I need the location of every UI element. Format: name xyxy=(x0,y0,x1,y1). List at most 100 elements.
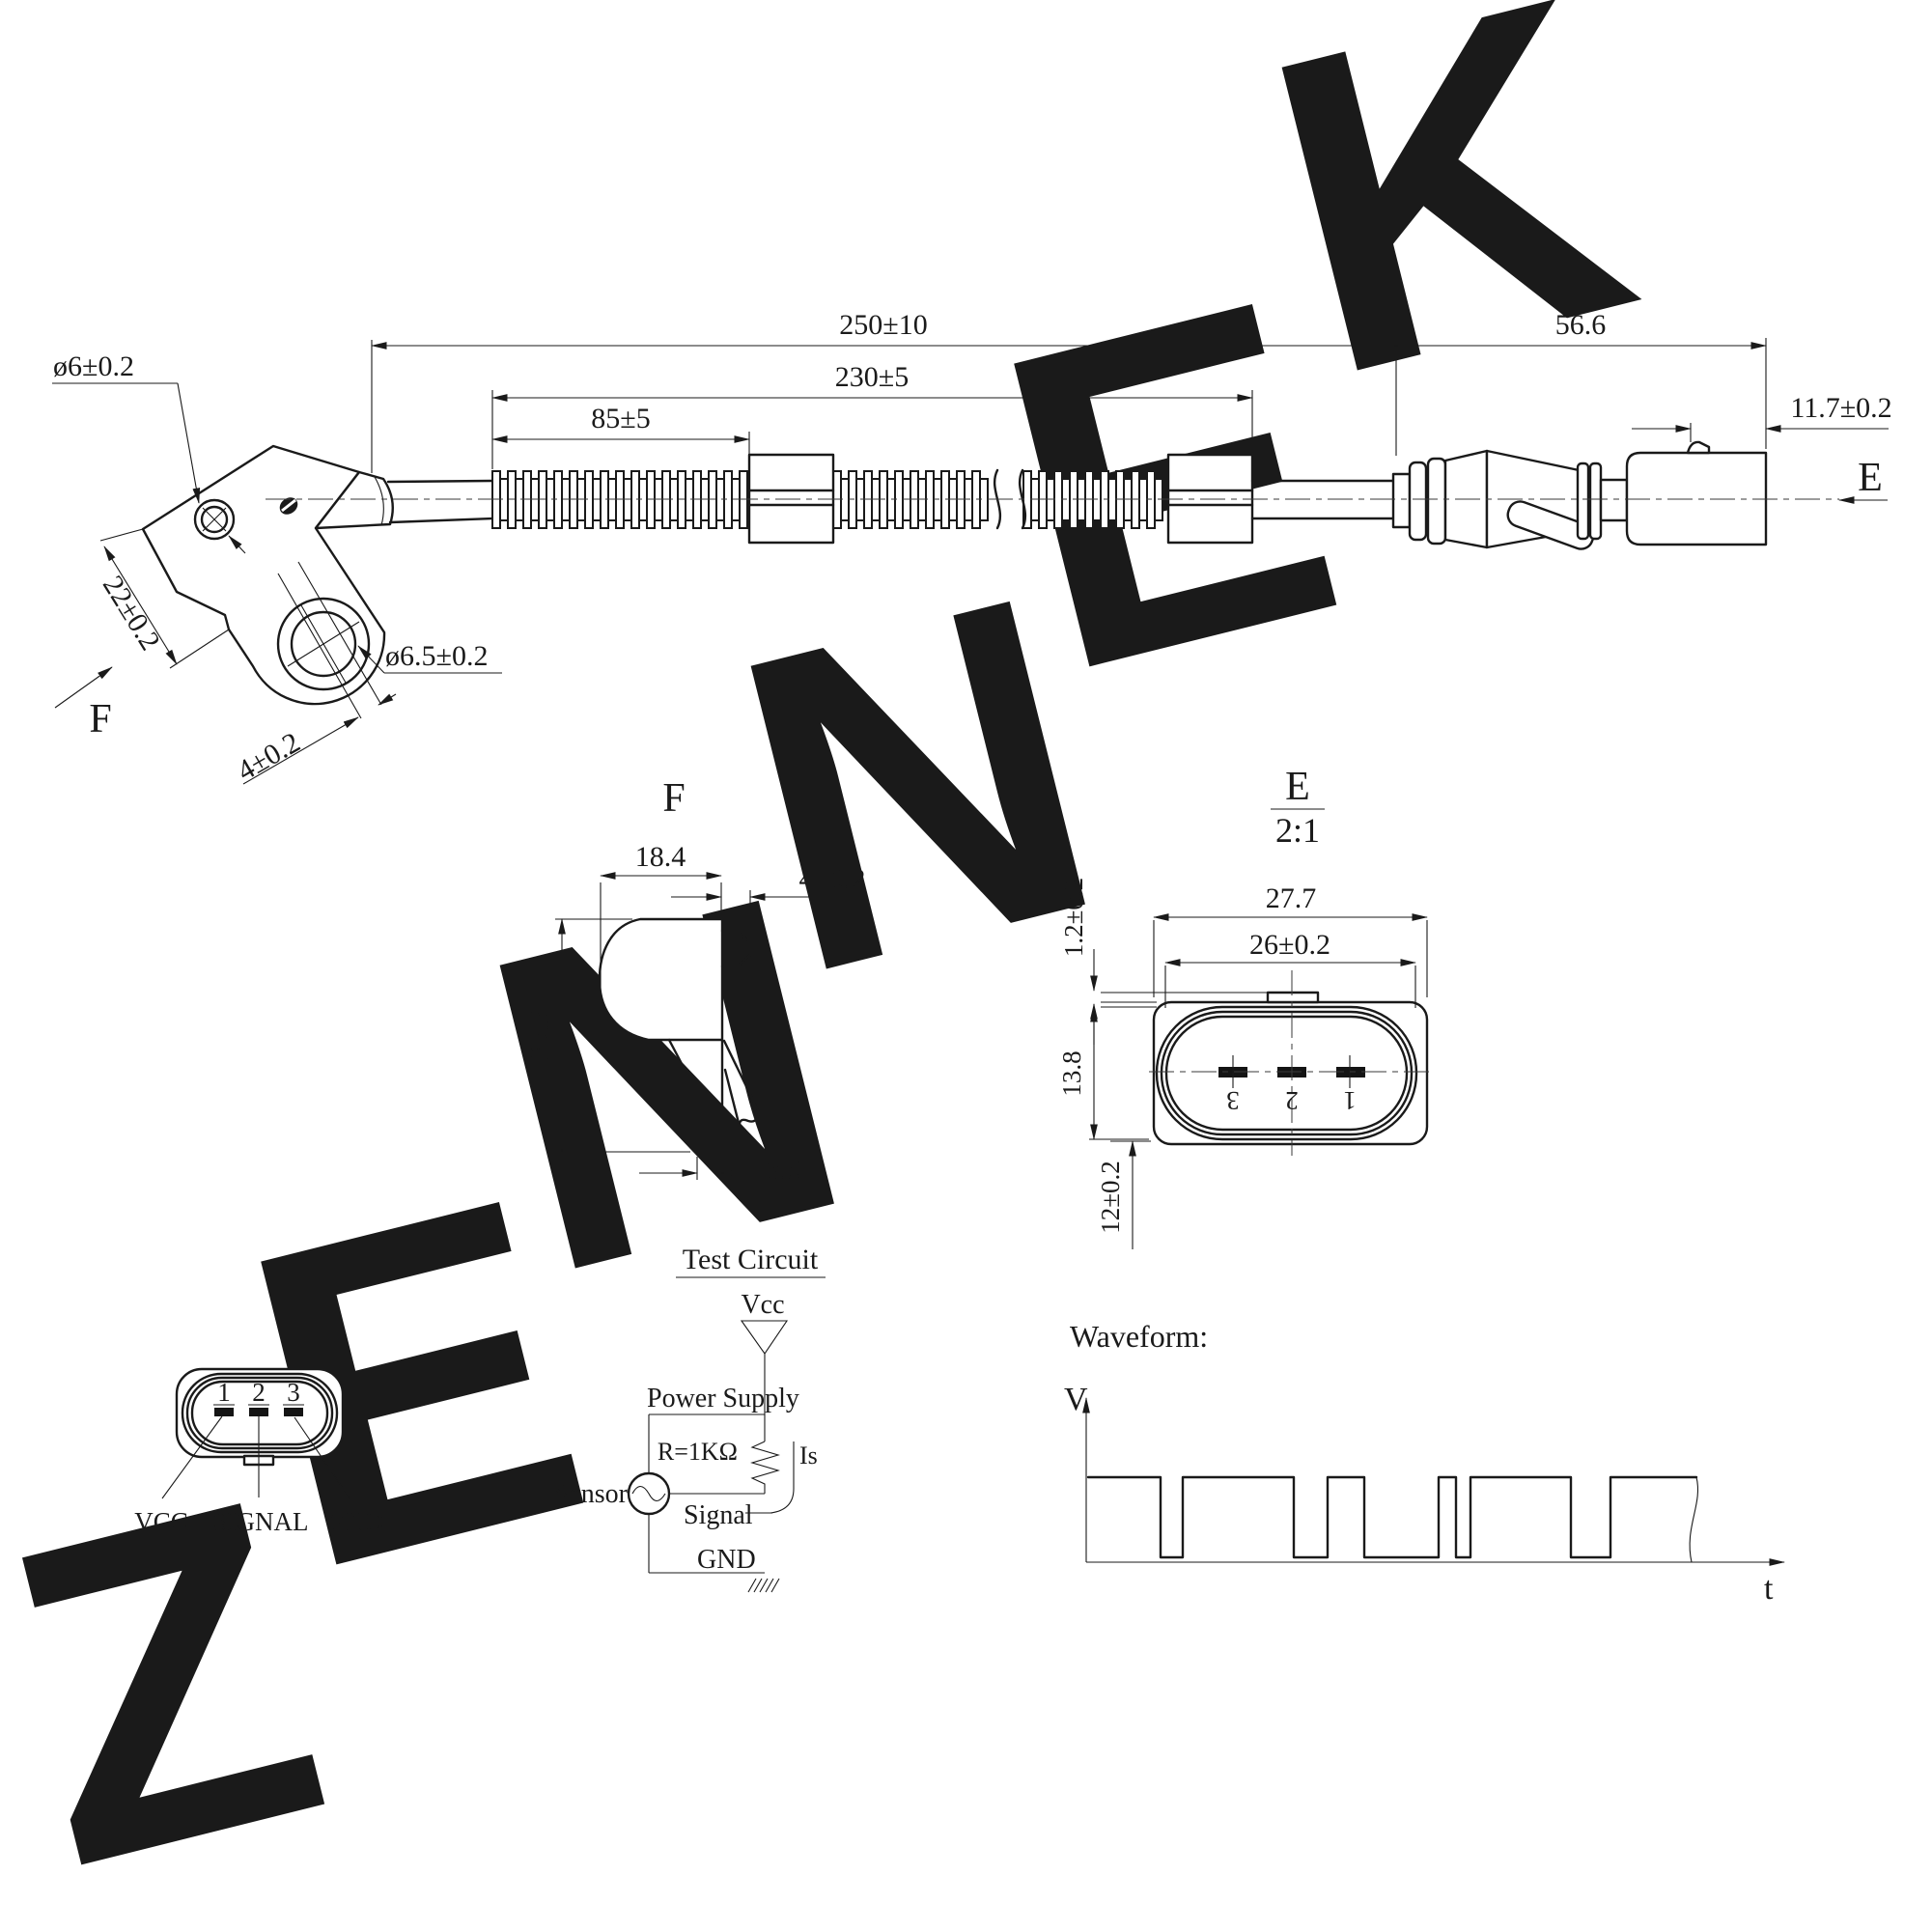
pinout-ring-3 xyxy=(190,1380,329,1446)
f-bracket-edge xyxy=(722,1039,761,1129)
dim-line-4-right xyxy=(378,693,397,706)
f-dim-width: 18.4 xyxy=(635,841,686,873)
pinout-pin-3 xyxy=(284,1408,303,1416)
waveform-y-label: V xyxy=(1064,1382,1088,1417)
pinout-ring-1 xyxy=(181,1372,339,1454)
dim-85: 85±5 xyxy=(591,403,650,434)
callout-small-arrow2 xyxy=(228,535,246,554)
signal-wire xyxy=(669,1493,772,1514)
view-e-letter: E xyxy=(1858,456,1883,500)
e-dim-face-height: 13.8 xyxy=(1057,1050,1086,1096)
e-seal-ring-1 xyxy=(1155,1005,1418,1141)
boot-ring-2 xyxy=(1426,457,1447,546)
boot-ring-1 xyxy=(1408,461,1428,542)
test-circuit: Test Circuit Vcc Power Supply R=1KΩ Is S… xyxy=(554,1244,826,1593)
pinout-label-vcc: VCC xyxy=(134,1507,188,1536)
view-f: F 18.4 4±0.2 35.5 3.5 xyxy=(523,776,865,1186)
screw-slot xyxy=(281,498,296,513)
resistor-label: R=1KΩ xyxy=(658,1438,738,1466)
pinout-pin-2 xyxy=(249,1408,268,1416)
pinout-pin-1 xyxy=(214,1408,234,1416)
e-dim-26: 26±0.2 xyxy=(1249,929,1330,961)
e-latch-tab xyxy=(1266,991,1320,1004)
view-e-scale: 2:1 xyxy=(1275,811,1320,850)
e-seal-ring-2 xyxy=(1160,1010,1414,1136)
mount-hole-big-inner xyxy=(290,610,357,678)
view-f-arrow xyxy=(54,666,113,709)
e-dim-tab: 1.2±0.2 xyxy=(1059,878,1088,957)
is-label: Is xyxy=(799,1441,818,1469)
gnd-label: GND xyxy=(697,1545,756,1575)
f-tip xyxy=(667,1038,724,1154)
circuit-wires-top xyxy=(648,1354,766,1474)
pinout-label-signal: SIGNAL xyxy=(213,1507,309,1536)
boot-strap xyxy=(1506,500,1595,550)
e-pin-label-1: 1 xyxy=(1343,1086,1357,1115)
dim-line-22 xyxy=(103,546,178,665)
callout-hole-small: ø6±0.2 xyxy=(53,350,134,382)
view-f-letter: F xyxy=(89,697,111,742)
strain-relief-bevel xyxy=(374,476,384,526)
sensor-head-strain-relief xyxy=(314,470,394,530)
sensor-head-body xyxy=(141,444,386,706)
callout-big-leader xyxy=(357,645,385,674)
f-dim-tip: 3.5 xyxy=(766,1154,802,1186)
f-dim-height: 35.5 xyxy=(523,1010,555,1061)
e-seal-ring-3 xyxy=(1164,1015,1409,1132)
connector-latch xyxy=(1686,440,1711,455)
sensor-sine-icon xyxy=(631,1485,666,1502)
small-hole-centermarks xyxy=(202,507,227,532)
waveform-x-label: t xyxy=(1764,1571,1774,1607)
e-centerlines xyxy=(1149,970,1432,1156)
dim-22: 22±0.2 xyxy=(97,571,166,657)
waveform-pulse-trace xyxy=(1086,1475,1698,1559)
dim-250: 250±10 xyxy=(839,309,927,341)
boot-neck xyxy=(1599,478,1629,522)
boot-ring-4 xyxy=(1588,462,1603,541)
waveform-title: Waveform: xyxy=(1070,1319,1208,1354)
resistor-symbol xyxy=(750,1441,780,1494)
power-supply-label: Power Supply xyxy=(647,1384,799,1413)
pinout-ring-2 xyxy=(185,1376,334,1450)
is-current-line xyxy=(770,1441,795,1514)
dim-117: 11.7±0.2 xyxy=(1790,392,1891,424)
cable-segment-1 xyxy=(386,479,494,524)
e-extension-lines-top xyxy=(1153,920,1428,1008)
pinout-view: 1 2 3 VCC SIGNAL GND xyxy=(134,1367,384,1536)
e-dim-bottom: 12±0.2 xyxy=(1096,1161,1125,1234)
dim-line-4-left xyxy=(242,716,359,785)
vcc-terminal-icon xyxy=(740,1320,789,1355)
f-body xyxy=(598,917,724,1042)
callout-small-leader xyxy=(177,382,201,504)
mount-hole-big-outer xyxy=(276,597,371,691)
clamp-inner-lines xyxy=(747,489,1254,507)
cable-segment-2 xyxy=(1250,479,1395,520)
dim-230: 230±5 xyxy=(835,361,909,393)
f-nose-bump xyxy=(720,929,752,968)
f-dim-tab: 4±0.2 xyxy=(799,863,866,895)
boot-ring-3 xyxy=(1576,462,1590,541)
gnd-wire xyxy=(648,1514,765,1574)
callout-hole-big: ø6.5±0.2 xyxy=(385,640,488,672)
pinout-leaders xyxy=(161,1415,351,1500)
ground-symbol xyxy=(747,1578,780,1593)
main-assembly-view: 250±10 230±5 85±5 56.6 11.7±0.2 ø6±0.2 ø… xyxy=(52,309,1892,787)
pinout-number-1: 1 xyxy=(217,1378,231,1407)
view-f-title: F xyxy=(662,776,685,821)
pinout-label-gnd: GND xyxy=(327,1507,384,1536)
view-e: E 2:1 3 2 1 27.7 26±0.2 1.2±0.2 13.8 12±… xyxy=(1057,765,1432,1249)
e-pin-label-2: 2 xyxy=(1285,1086,1299,1115)
dim-22-extensions xyxy=(99,528,230,669)
e-dim-277: 27.7 xyxy=(1266,882,1317,914)
pinout-number-2: 2 xyxy=(252,1378,266,1407)
mount-hole-small-inner xyxy=(200,505,229,534)
circuit-title: Test Circuit xyxy=(683,1244,819,1275)
waveform-section: Waveform: V t xyxy=(1064,1319,1785,1607)
dim-4: 4±0.2 xyxy=(232,726,305,787)
sensor-label: Sensor xyxy=(554,1479,629,1509)
mount-hole-small-outer xyxy=(193,498,236,541)
pinout-number-3: 3 xyxy=(287,1378,300,1407)
connector-housing xyxy=(1625,451,1768,546)
